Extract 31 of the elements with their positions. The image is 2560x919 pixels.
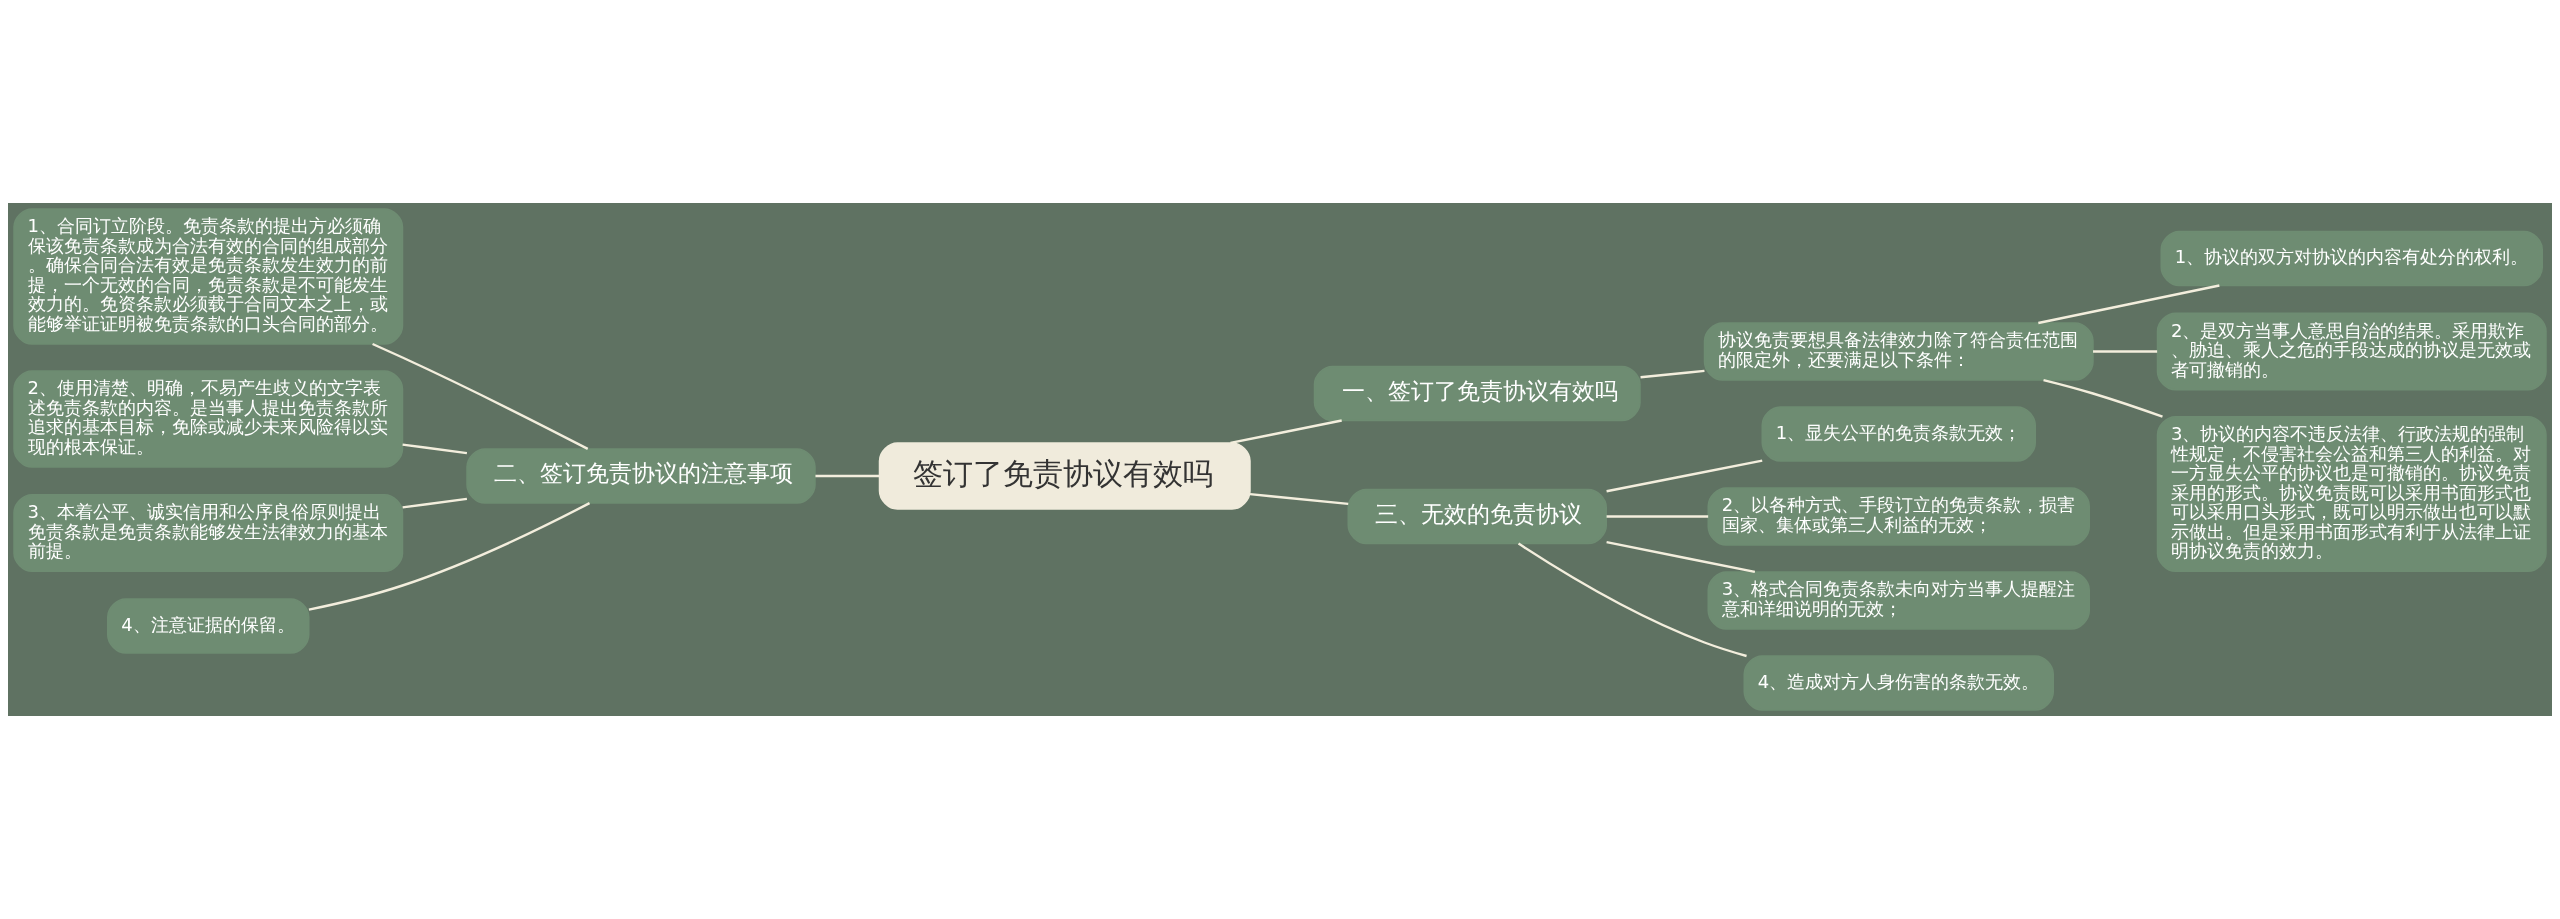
node-box: 签订了免责协议有效吗 [878, 442, 1251, 510]
connector [1606, 541, 1756, 574]
node-box: 3、协议的内容不违反法律、行政法规的强制性规定，不侵害社会公益和第三人的利益。对一方显失公平的协议也是可撤销的。协议免责采用的形式。协议免责既可以采用书面形式也可以采用口头形式，既可以明示做出也可以默示做出。但是采用书面形式有利于从法律上证明协议免责的效力。 [2156, 416, 2547, 572]
node-box: 1、合同订立阶段。免责条款的提出方必须确保该免责条款成为合法有效的合同的组成部分。确保合同合法有效是免责条款发生效力的前提，一个无效的合同，免责条款是不可能发生效力的。免资条款必须载于合同文本之上，或能够举证证明被免责条款的口头合同的部分。 [13, 208, 404, 345]
connector [402, 443, 468, 455]
connector [1606, 459, 1763, 493]
connector [308, 502, 591, 611]
connector [815, 474, 880, 478]
node-box: 2、以各种方式、手段订立的免责条款，损害国家、集体或第三人利益的无效； [1707, 487, 2090, 546]
connector [1249, 493, 1349, 506]
connector [1606, 515, 1709, 518]
connector [402, 497, 468, 509]
node-box: 4、造成对方人身伤害的条款无效。 [1743, 655, 2054, 711]
connector [1517, 542, 1747, 658]
connector [372, 342, 589, 450]
connector [2093, 350, 2158, 353]
node-box: 三、无效的免责协议 [1347, 488, 1607, 545]
node-box: 协议免责要想具备法律效力除了符合责任范围的限定外，还要满足以下条件： [1703, 322, 2094, 381]
node-box: 2、使用清楚、明确，不易产生歧义的文字表述免责条款的内容。是当事人提出免责条款所追求的基本目标，免除或减少未来风险得以实现的根本保证。 [13, 370, 404, 468]
node-box: 1、显失公平的免责条款无效； [1761, 406, 2036, 462]
connector [2038, 284, 2220, 325]
connector [1230, 419, 1342, 445]
node-box: 3、格式合同免责条款未向对方当事人提醒注意和详细说明的无效； [1707, 571, 2090, 630]
connector [2043, 378, 2163, 418]
node-box: 4、注意证据的保留。 [107, 598, 310, 654]
node-box: 3、本着公平、诚实信用和公序良俗原则提出免责条款是免责条款能够发生法律效力的基本前提。 [13, 494, 404, 572]
node-box: 一、签订了免责协议有效吗 [1313, 365, 1641, 422]
node-box: 2、是双方当事人意思自治的结果。采用欺诈、胁迫、乘人之危的手段达成的协议是无效或者可撤销的。 [2156, 312, 2547, 391]
node-box: 1、协议的双方对协议的内容有处分的权利。 [2160, 230, 2543, 287]
node-box: 二、签订免责协议的注意事项 [466, 448, 816, 504]
connector [1640, 369, 1705, 379]
